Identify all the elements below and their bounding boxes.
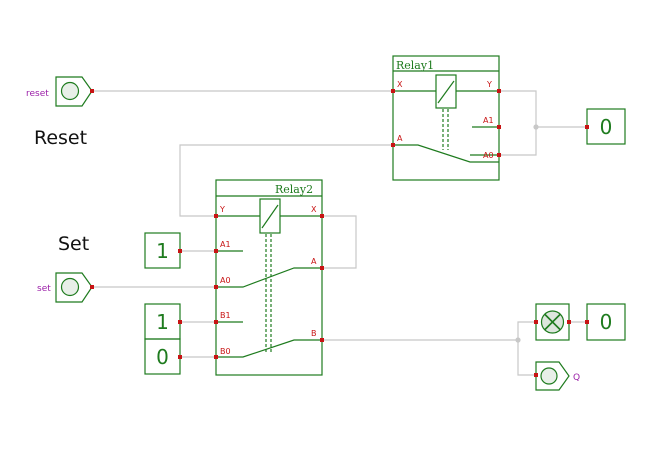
- relay2-pin-a-label: A: [311, 257, 317, 266]
- reset-button-icon[interactable]: [60, 81, 80, 101]
- pin: [214, 214, 218, 218]
- pin: [214, 320, 218, 324]
- relay1[interactable]: Relay1 X Y A A1 A0: [391, 55, 501, 181]
- relay1-body[interactable]: [392, 55, 500, 181]
- relay2-pin-a1-label: A1: [220, 240, 231, 249]
- constant-b0-value: 0: [156, 345, 169, 369]
- relay1-pin-x-label: X: [397, 80, 403, 89]
- lamp-output-value: 0: [600, 310, 613, 334]
- pin: [214, 355, 218, 359]
- pin: [585, 125, 589, 129]
- wire-to-q: [517, 340, 536, 376]
- pin: [585, 320, 589, 324]
- set-input-label: set: [37, 284, 51, 294]
- relay1-pin-a1-label: A1: [483, 116, 494, 125]
- pin: [90, 285, 94, 289]
- wires: [92, 90, 587, 376]
- reset-caption: Reset: [34, 127, 87, 149]
- relay2-switch-b: [216, 339, 322, 358]
- constant-b1[interactable]: 1: [144, 303, 182, 340]
- relay2-pin-x-label: X: [311, 205, 317, 214]
- constant-a1-value: 1: [156, 239, 169, 263]
- pin: [567, 320, 571, 324]
- pin: [178, 320, 182, 324]
- relay2[interactable]: Relay2 Y X A1 A0 A B1 B0 B: [214, 179, 324, 376]
- set-input-body[interactable]: [55, 272, 93, 303]
- set-input[interactable]: set: [37, 272, 94, 303]
- lamp[interactable]: [534, 303, 571, 341]
- pin: [391, 89, 395, 93]
- relay2-coil-slash: [261, 204, 279, 229]
- pin: [320, 214, 324, 218]
- relay1-title: Relay1: [396, 59, 434, 72]
- pin: [320, 266, 324, 270]
- pin: [178, 355, 182, 359]
- pin: [214, 285, 218, 289]
- top-output-display[interactable]: 0: [585, 108, 626, 145]
- q-output-indicator-icon: [540, 367, 558, 385]
- relay2-pin-b-label: B: [311, 329, 317, 338]
- pin: [320, 338, 324, 342]
- pin: [497, 125, 501, 129]
- q-output-label: Q: [573, 373, 580, 383]
- relay1-coil-slash: [437, 80, 455, 104]
- relay2-body[interactable]: [215, 179, 323, 376]
- wire-relay1-y: [499, 90, 537, 127]
- relay2-title: Relay2: [275, 183, 313, 196]
- relay2-pin-a0-label: A0: [220, 276, 231, 285]
- relay2-pin-b0-label: B0: [220, 347, 231, 356]
- top-output-value: 0: [600, 115, 613, 139]
- set-caption: Set: [58, 233, 89, 255]
- set-button-icon[interactable]: [60, 277, 80, 297]
- constant-a1[interactable]: 1: [144, 232, 182, 269]
- wire-relay2-x-to-a: [322, 215, 357, 269]
- junction-dot: [515, 337, 521, 343]
- wire-relay1-a-to-relay2-y: [179, 144, 393, 217]
- relay1-pin-a0-label: A0: [483, 151, 494, 160]
- relay2-switch-a: [216, 267, 322, 288]
- pin: [391, 143, 395, 147]
- pin: [90, 89, 94, 93]
- q-output-body[interactable]: [535, 361, 570, 391]
- reset-input-body[interactable]: [55, 76, 93, 107]
- pin: [534, 320, 538, 324]
- junction-dot: [533, 124, 539, 130]
- relay1-pin-y-label: Y: [486, 80, 492, 89]
- wire-relay1-a0: [499, 127, 537, 156]
- wire-to-lamp: [517, 321, 536, 340]
- relay1-switch: [393, 144, 499, 163]
- constant-b0[interactable]: 0: [144, 338, 182, 375]
- relay2-pin-b1-label: B1: [220, 311, 231, 320]
- reset-input[interactable]: reset: [26, 76, 94, 107]
- lamp-cross: [544, 313, 561, 331]
- pin: [497, 153, 501, 157]
- q-output[interactable]: Q: [534, 361, 580, 391]
- lamp-output-display[interactable]: 0: [585, 303, 626, 341]
- pin: [534, 373, 538, 377]
- constant-b1-value: 1: [156, 310, 169, 334]
- pin: [497, 89, 501, 93]
- reset-input-label: reset: [26, 89, 49, 99]
- relay1-pin-a-label: A: [397, 134, 403, 143]
- pin: [214, 249, 218, 253]
- relay2-pin-y-label: Y: [219, 205, 225, 214]
- pin: [178, 249, 182, 253]
